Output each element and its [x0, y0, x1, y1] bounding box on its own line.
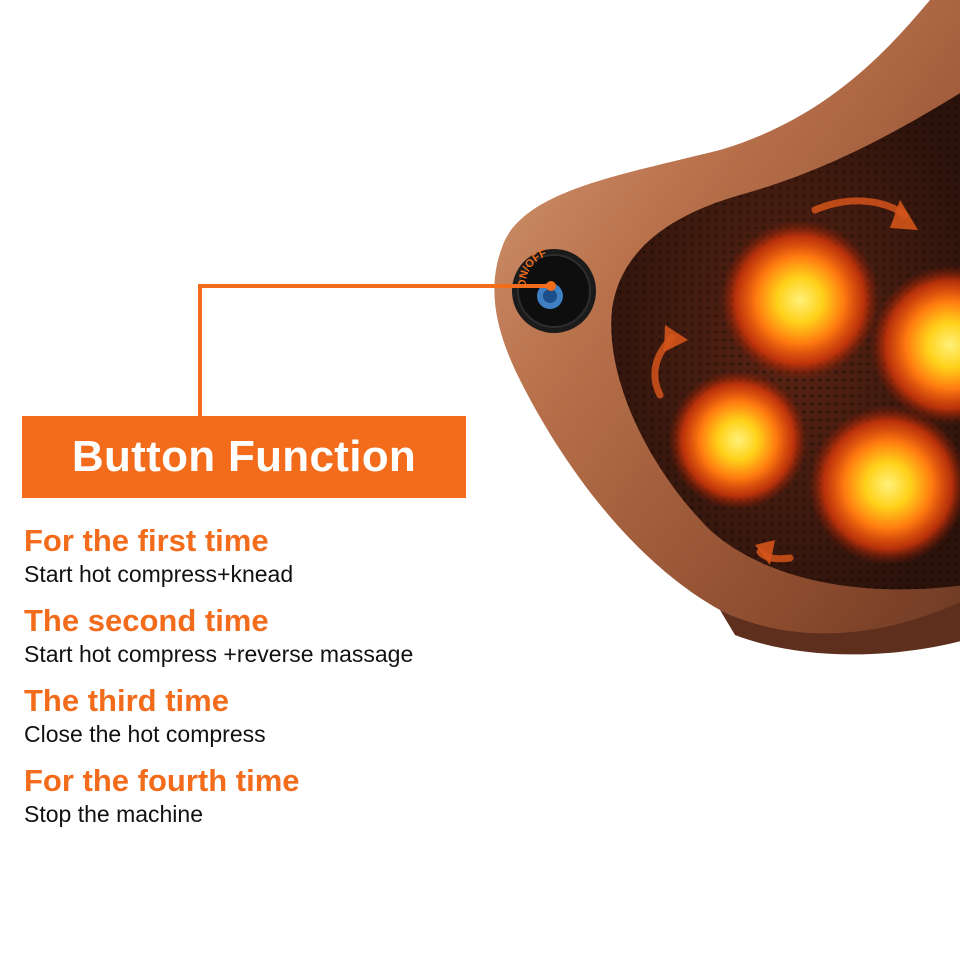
step-description: Start hot compress +reverse massage — [24, 641, 414, 667]
callout-dot — [546, 281, 556, 291]
step-item: For the first time Start hot compress+kn… — [24, 522, 544, 588]
button-function-list: For the first time Start hot compress+kn… — [24, 522, 544, 842]
step-heading: The second time — [24, 603, 269, 638]
step-description: Close the hot compress — [24, 721, 266, 747]
step-heading: For the first time — [24, 523, 269, 558]
page-title: Button Function — [71, 432, 417, 481]
step-heading: For the fourth time — [24, 763, 300, 798]
step-description: Start hot compress+knead — [24, 561, 294, 587]
step-item: The second time Start hot compress +reve… — [24, 602, 544, 668]
step-item: For the fourth time Stop the machine — [24, 762, 544, 828]
callout-line-vertical — [198, 284, 202, 418]
onoff-label: ON/OFF — [517, 248, 549, 288]
callout-line-horizontal — [198, 284, 552, 288]
svg-text:ON/OFF: ON/OFF — [517, 248, 549, 288]
step-item: The third time Close the hot compress — [24, 682, 544, 748]
title-banner: Button Function — [22, 416, 466, 498]
step-description: Stop the machine — [24, 801, 204, 827]
step-heading: The third time — [24, 683, 229, 718]
